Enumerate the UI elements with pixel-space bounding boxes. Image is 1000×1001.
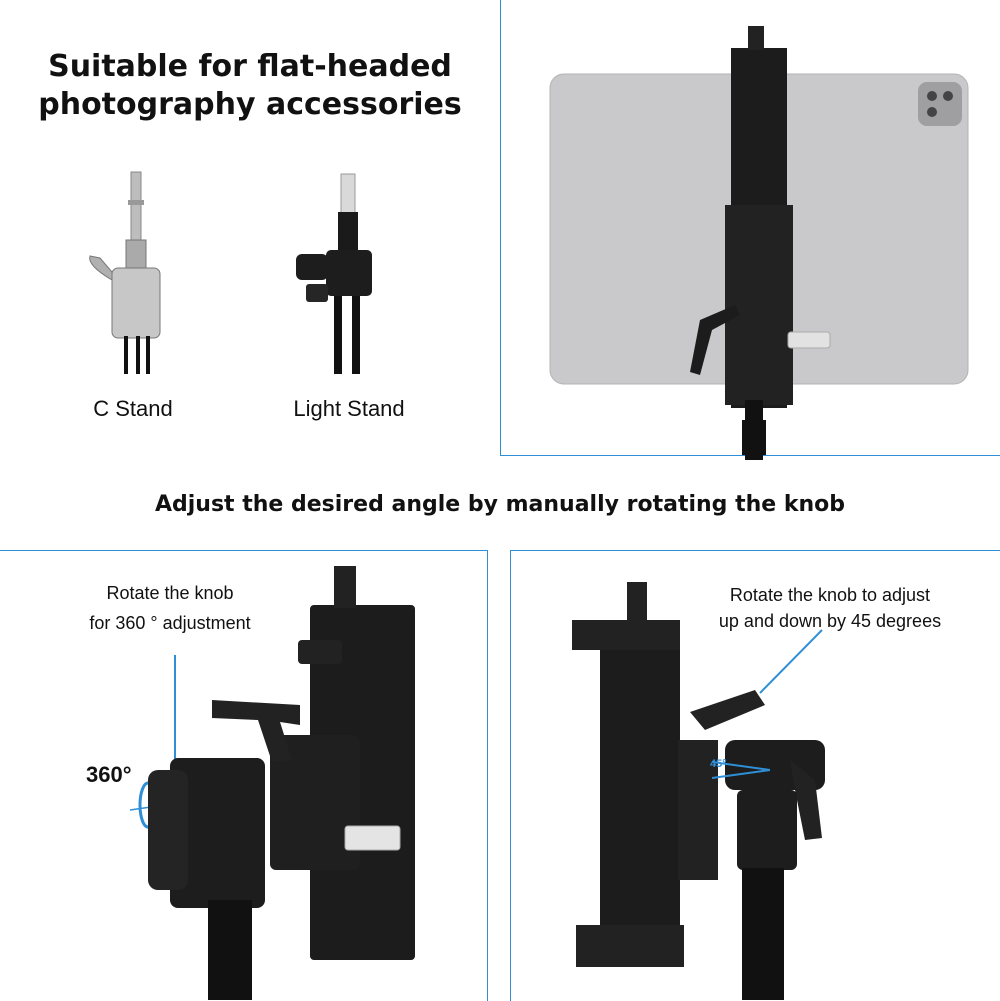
rotation-360-panel: [0, 550, 488, 1001]
headline: Suitable for flat-headed photography acc…: [0, 48, 500, 124]
light-stand-label: Light Stand: [293, 396, 405, 421]
rotation-360-note: Rotate the knob for 360 ° adjustment: [50, 578, 290, 638]
rotation-45-panel: [510, 550, 1000, 1001]
rotation-360-note-line-2: for 360 ° adjustment: [89, 613, 251, 633]
rotation-45-note: Rotate the knob to adjust up and down by…: [690, 582, 970, 634]
rotation-45-note-line-1: Rotate the knob to adjust: [729, 585, 931, 605]
subtitle: Adjust the desired angle by manually rot…: [154, 492, 845, 517]
rotation-45-note-line-2: up and down by 45 degrees: [718, 611, 942, 631]
headline-line-1: Suitable for flat-headed: [48, 49, 452, 84]
callout-line: [759, 629, 823, 694]
angle-360-label: 360°: [86, 762, 132, 787]
headline-line-2: photography accessories: [38, 87, 462, 122]
rotation-360-note-line-1: Rotate the knob: [106, 583, 234, 603]
c-stand-label: C Stand: [93, 396, 173, 421]
angle-45-label: 45°: [710, 758, 727, 770]
c-stand-image: [89, 171, 161, 374]
light-stand-image: [296, 173, 372, 374]
